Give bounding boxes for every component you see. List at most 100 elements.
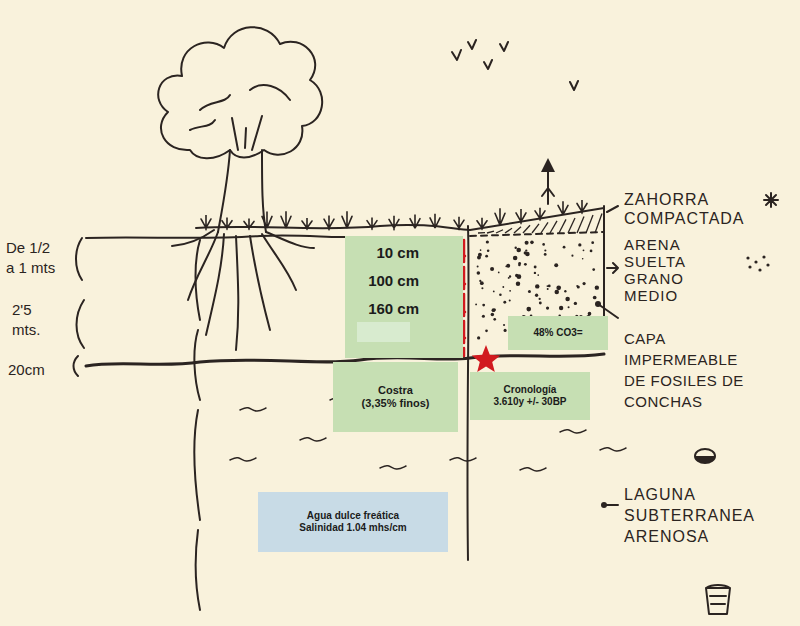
grass-tuft [244, 219, 254, 228]
grass-tuft [281, 211, 291, 228]
sand-grain [504, 329, 507, 332]
sand-grain [593, 296, 597, 300]
sand-grain [537, 274, 539, 276]
leader-lines [598, 206, 618, 505]
box-text: 48% CO3= [533, 327, 582, 339]
sand-grain [528, 290, 531, 293]
sand-grain [588, 312, 592, 316]
bucket-symbol [706, 585, 730, 614]
grass-tuft [535, 208, 545, 219]
sand-grain [535, 294, 538, 297]
sand-grain [568, 306, 570, 308]
depth-box: 10 cm100 cm160 cm [345, 236, 463, 358]
sand-grain [481, 287, 483, 289]
grass-tuft [222, 218, 232, 228]
hatch-stroke [586, 215, 593, 233]
sand-grain [525, 241, 529, 245]
hatch-stroke [505, 228, 512, 233]
grass-tuft [342, 211, 352, 228]
sand-grain [477, 336, 480, 339]
grass-tuft [516, 209, 526, 222]
wave-mark [560, 430, 586, 433]
box-text: Cronología 3.610y +/- 30BP [489, 384, 571, 408]
sand-grain [491, 313, 494, 316]
sand-grain [546, 307, 549, 310]
sand-symbol [746, 255, 769, 271]
sand-grain [475, 303, 477, 305]
shell-symbol-fill [695, 456, 715, 463]
sand-grain [515, 246, 517, 248]
sand-grain [539, 302, 542, 305]
birds [452, 40, 578, 90]
sand-grain [544, 253, 547, 256]
blank-patch [357, 322, 410, 342]
sand-grain [574, 302, 577, 305]
sand-grain [509, 275, 511, 277]
profile-left-line [194, 240, 200, 610]
wave-mark [520, 468, 546, 471]
sand-grain [534, 272, 536, 274]
sand-grain [503, 324, 505, 326]
sand-grain [516, 248, 521, 253]
grass-tuft [324, 215, 334, 228]
sand-grain [577, 286, 580, 289]
sand-grain [530, 241, 534, 245]
layer-label: ZAHORRA COMPACTADA [624, 190, 774, 228]
depth-note: 20cm [8, 360, 68, 380]
tree-canopy [158, 27, 322, 158]
sand-grain [564, 290, 566, 292]
sand-grain [517, 274, 522, 279]
sand-grain [542, 243, 545, 246]
sand-grain [509, 300, 511, 302]
dating-box: Cronología 3.610y +/- 30BP [470, 372, 590, 420]
sand-grain [559, 306, 563, 310]
sand-grain [479, 280, 481, 282]
sand-grain [525, 252, 529, 256]
grass-tuft [302, 218, 312, 228]
grass-tuft [495, 208, 505, 225]
sand-grain [487, 250, 490, 253]
depth-line [86, 235, 345, 238]
sand-grain [485, 329, 488, 332]
sand-grain [583, 249, 585, 251]
sand-grain [503, 301, 506, 304]
grass-tuft [454, 217, 464, 228]
box-text: 10 cm [376, 244, 419, 262]
grass-tuft [410, 215, 420, 228]
sand-grain [509, 290, 511, 292]
tree-roots [172, 230, 314, 350]
hatch-stroke [496, 230, 503, 233]
sample-star [472, 345, 501, 372]
sand-grain [565, 297, 570, 302]
sand-grain [499, 293, 502, 296]
sand-grain [526, 307, 531, 312]
sand-grain [534, 266, 537, 269]
water-box: Agua dulce freática Salinidad 1.04 mhs/c… [258, 492, 448, 552]
layer-label: LAGUNA SUBTERRANEA ARENOSA [624, 484, 784, 547]
sand-grain [513, 256, 518, 261]
depth-bracket [74, 238, 85, 376]
hatch-stroke [478, 232, 485, 234]
wave-mark [300, 438, 326, 441]
sand-grain [485, 255, 488, 258]
tree-trunk [218, 116, 266, 232]
sand-grain [505, 265, 507, 267]
compacted-hatching [478, 213, 602, 233]
north-arrow-head [541, 158, 555, 172]
sand-grain [480, 249, 482, 251]
gravel-symbol [764, 193, 778, 207]
hatch-stroke [541, 222, 548, 233]
sand-grain [486, 240, 489, 243]
canopy-scribble [190, 85, 290, 130]
sand-grain [556, 285, 561, 290]
profile-center-line [467, 226, 468, 560]
grass-tuft [262, 211, 272, 228]
hatch-stroke [487, 231, 494, 233]
sand-grain [493, 318, 496, 321]
hatch-stroke [568, 218, 575, 233]
grass-tuft [558, 201, 568, 214]
sand-grain [506, 264, 510, 268]
wave-mark [230, 458, 256, 461]
depth-note: De 1/2 a 1 mts [6, 238, 62, 278]
